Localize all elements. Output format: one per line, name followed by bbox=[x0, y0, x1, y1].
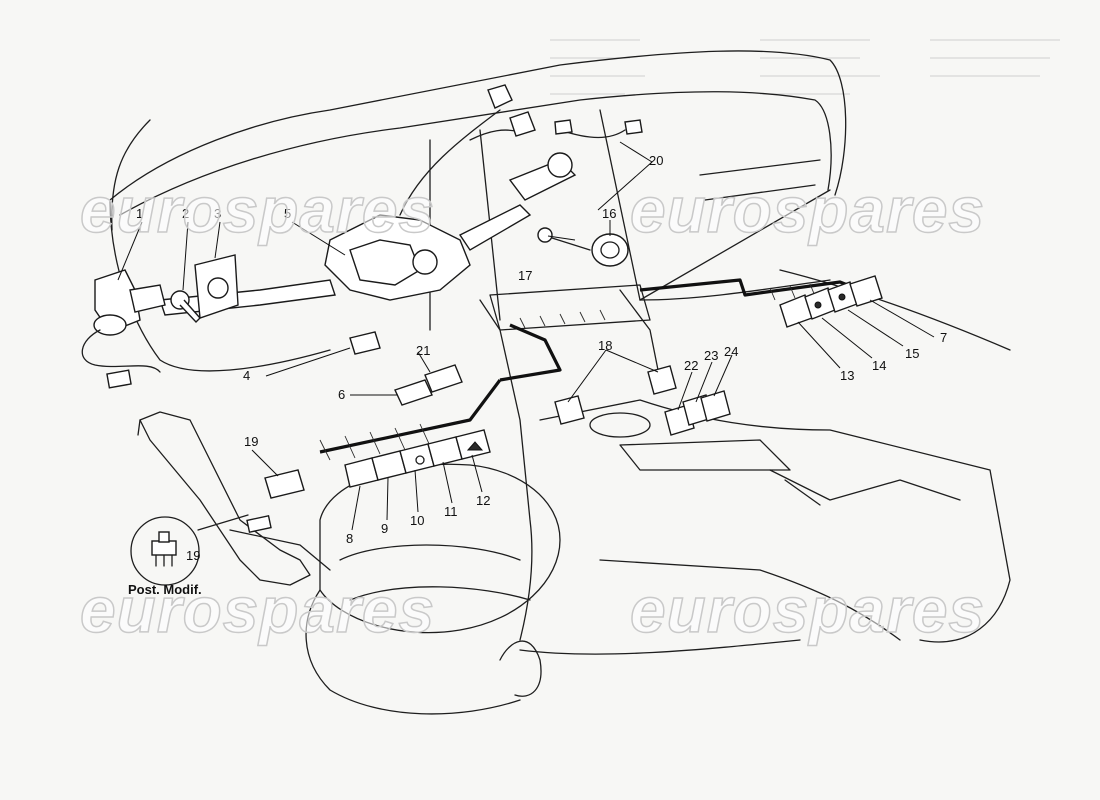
callout-1: 1 bbox=[136, 206, 143, 221]
switch-bank-right bbox=[779, 275, 883, 328]
callout-21: 21 bbox=[416, 343, 430, 358]
callout-22: 22 bbox=[684, 358, 698, 373]
callout-5: 5 bbox=[284, 206, 291, 221]
switch-bank-lower bbox=[344, 429, 491, 488]
callout-24: 24 bbox=[724, 344, 738, 359]
watermark-bottom-left: eurospares bbox=[80, 574, 435, 646]
relay-6 bbox=[394, 379, 433, 406]
callout-3: 3 bbox=[214, 206, 221, 221]
callout-11: 11 bbox=[444, 504, 458, 519]
wiring-harness bbox=[319, 278, 861, 461]
switch-bracket bbox=[194, 254, 239, 319]
seat-outline bbox=[305, 463, 561, 715]
inset-callout-19: 19 bbox=[186, 548, 200, 563]
callout-8: 8 bbox=[346, 531, 353, 546]
door-switch-19 bbox=[246, 469, 305, 533]
watermark-top-right: eurospares bbox=[630, 174, 985, 246]
callout-leaders bbox=[117, 141, 935, 531]
ignition-key bbox=[170, 290, 201, 324]
callout-18: 18 bbox=[598, 338, 612, 353]
callout-9: 9 bbox=[381, 521, 388, 536]
ignition-switch bbox=[81, 269, 166, 389]
callout-16: 16 bbox=[602, 206, 616, 221]
relay-21 bbox=[424, 364, 463, 393]
callout-20: 20 bbox=[649, 153, 663, 168]
watermarks: eurospares eurospares eurospares eurospa… bbox=[79, 173, 985, 647]
callout-14: 14 bbox=[872, 358, 886, 373]
background-text-ghost bbox=[550, 39, 1060, 95]
callout-10: 10 bbox=[410, 513, 424, 528]
watermark-top-left: eurospares bbox=[80, 174, 435, 246]
callout-19: 19 bbox=[244, 434, 258, 449]
callout-2: 2 bbox=[182, 206, 189, 221]
dashboard-outline bbox=[109, 50, 1011, 372]
center-console bbox=[479, 284, 1011, 655]
callout-labels: 1 2 3 4 5 6 7 8 9 10 11 12 13 14 15 16 1… bbox=[128, 153, 947, 597]
connector-17 bbox=[537, 227, 591, 251]
door-trim-panel bbox=[137, 411, 331, 586]
inset-caption: Post. Modif. bbox=[128, 582, 202, 597]
steering-column-assembly bbox=[159, 84, 643, 316]
callout-13: 13 bbox=[840, 368, 854, 383]
callout-4: 4 bbox=[243, 368, 250, 383]
callout-7: 7 bbox=[940, 330, 947, 345]
callout-23: 23 bbox=[704, 348, 718, 363]
callout-17: 17 bbox=[518, 268, 532, 283]
watermark-bottom-right: eurospares bbox=[630, 574, 985, 646]
console-switches bbox=[554, 365, 731, 436]
round-sensor-16 bbox=[591, 233, 629, 267]
callout-12: 12 bbox=[476, 493, 490, 508]
callout-6: 6 bbox=[338, 387, 345, 402]
callout-15: 15 bbox=[905, 346, 919, 361]
post-modification-inset bbox=[130, 514, 249, 586]
relay-4 bbox=[349, 331, 381, 355]
